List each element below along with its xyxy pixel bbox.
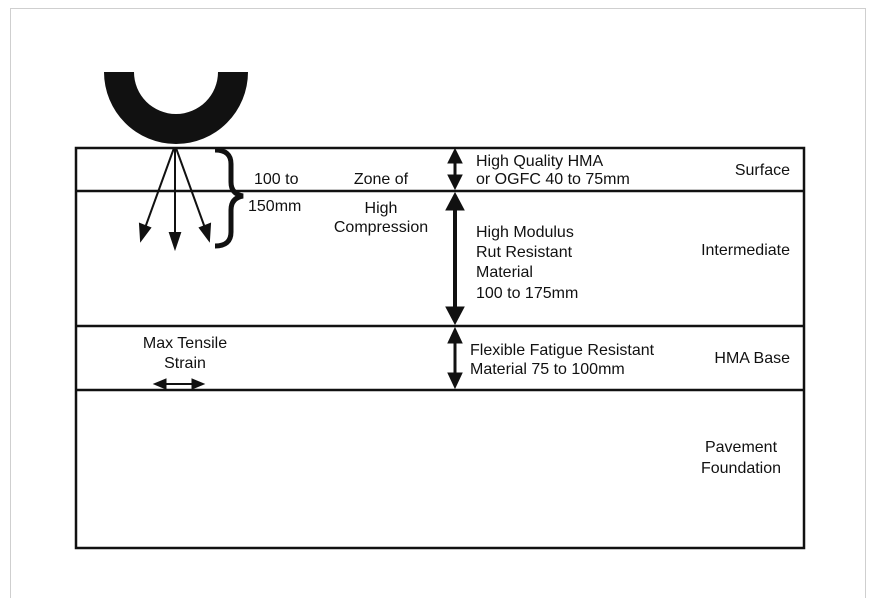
intermediate-description-line2: Rut Resistant (476, 244, 573, 261)
tensile-strain-arrow (152, 378, 206, 390)
figure-frame (10, 8, 866, 598)
base-thickness-arrow (447, 326, 463, 390)
base-description-line1: Flexible Fatigue Resistant (470, 342, 655, 359)
compression-label-line2: High (364, 200, 398, 217)
intermediate-description-line3: Material (476, 264, 533, 281)
surface-layer-name: Surface (734, 162, 790, 179)
intermediate-layer-name: Intermediate (701, 242, 790, 259)
surface-thickness-arrow (447, 147, 463, 191)
compression-label-line3: Compression (333, 219, 429, 236)
compression-brace-icon (214, 147, 244, 249)
tire-icon (104, 72, 248, 144)
intermediate-description-line4: 100 to 175mm (476, 285, 579, 302)
compression-label-line1: Zone of (353, 171, 409, 188)
foundation-name-line1: Pavement (704, 439, 778, 456)
pavement-outline (74, 146, 806, 550)
base-layer-name: HMA Base (714, 350, 790, 367)
tensile-label-line1: Max Tensile (142, 335, 228, 352)
tensile-label-line2: Strain (164, 355, 206, 372)
base-description-line2: Material 75 to 100mm (470, 361, 625, 378)
intermediate-description-line1: High Modulus (476, 224, 574, 241)
surface-description-line1: High Quality HMA (476, 153, 604, 170)
surface-description-line2: or OGFC 40 to 75mm (476, 171, 630, 188)
intermediate-thickness-arrow (445, 191, 465, 326)
load-arrows (138, 147, 212, 252)
compression-range-line2: 150mm (248, 198, 302, 215)
foundation-name-line2: Foundation (700, 460, 782, 477)
compression-range-line1: 100 to (254, 171, 299, 188)
